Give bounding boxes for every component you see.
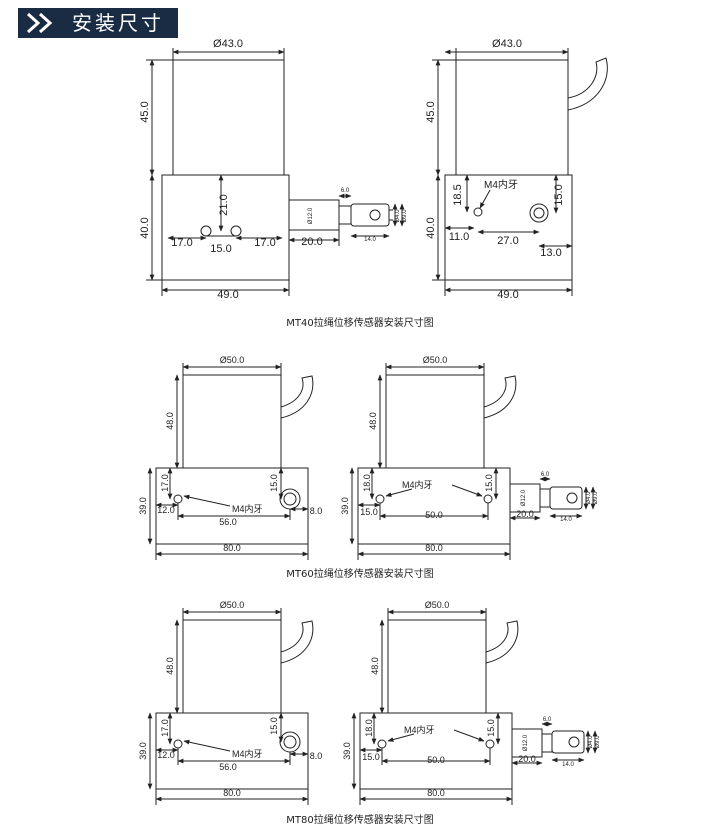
mt40-right-dim-15: 15.0 <box>553 184 565 205</box>
mt80-right-view <box>351 608 598 805</box>
mt40-right-height-body: 40.0 <box>425 217 437 238</box>
mt80-right-dim-14: 14.0 <box>562 762 574 768</box>
mt60-right-height-body: 39.0 <box>340 497 350 515</box>
mt80-left-m4-label: M4内牙 <box>232 748 263 759</box>
mt40-left-dim-17b: 17.0 <box>254 237 275 249</box>
mt80-left-dim-15: 15.0 <box>269 717 279 735</box>
mt60-right-dia-12: Ø12.0 <box>521 489 527 506</box>
mt40-left-dia-12: Ø12.0 <box>308 207 314 224</box>
mt40-left-dia-top: Ø43.0 <box>213 38 243 50</box>
mt40-right-dim-18-5: 18.5 <box>452 184 464 205</box>
header-bar <box>18 8 178 38</box>
mt60-left-dim-56: 56.0 <box>219 517 237 527</box>
mt80-left-dims: Ø50.0 48.0 39.0 17.0 15.0 12.0 M4内牙 8.0 … <box>138 600 322 798</box>
mt40-left-view <box>146 48 405 296</box>
mt80-left-dim-56: 56.0 <box>219 762 237 772</box>
mt60-right-dim-14: 14.0 <box>560 517 572 523</box>
mt60-left-dim-15: 15.0 <box>269 474 279 492</box>
mt60-left-dim-12: 12.0 <box>157 505 175 515</box>
mt80-right-dims: Ø50.0 48.0 39.0 18.0 M4内牙 15.0 15.0 50.0… <box>342 600 601 798</box>
mt60-left-dim-8: 8.0 <box>310 506 323 516</box>
double-chevron-right-icon <box>26 12 53 34</box>
mt60-left-height-body: 39.0 <box>138 497 148 515</box>
mt80-right-height-top: 48.0 <box>370 657 380 675</box>
mt80-left-height-top: 48.0 <box>165 657 175 675</box>
mt80-right-dim-15b: 15.0 <box>486 719 496 737</box>
mt80-right-width-80: 80.0 <box>427 788 445 798</box>
mt40-right-width-49: 49.0 <box>497 289 518 301</box>
mt80-left-dim-17: 17.0 <box>160 719 170 737</box>
mt60-right-width-80: 80.0 <box>425 543 443 553</box>
mt40-left-width-49: 49.0 <box>217 289 238 301</box>
mt60-right-dia-4: Ø4.0 <box>586 491 592 505</box>
header-title: 安装尺寸 <box>72 11 164 35</box>
mt60-right-dia-9: Ø9.0 <box>593 491 599 505</box>
mt60-right-dim-6: 6.0 <box>541 472 550 478</box>
mt80-right-dim-15a: 15.0 <box>362 752 380 762</box>
mt40-right-dim-13: 13.0 <box>540 247 561 259</box>
mt60-left-width-80: 80.0 <box>223 543 241 553</box>
mt40-caption: MT40拉绳位移传感器安装尺寸图 <box>286 316 433 329</box>
mt40-left-dims: Ø43.0 45.0 40.0 21.0 17.0 15.0 17.0 20.0… <box>139 38 408 301</box>
mt40-right-dims: Ø43.0 45.0 40.0 M4内牙 18.5 15.0 11.0 27.0… <box>425 38 565 301</box>
mt60-right-dim-20: 20.0 <box>516 509 534 519</box>
mt40-left-height-body: 40.0 <box>139 217 151 238</box>
mt60-right-dia-top: Ø50.0 <box>423 355 448 365</box>
section-header: 安装尺寸 <box>18 8 178 38</box>
mt80-right-dia-4: Ø4.0 <box>588 735 594 749</box>
mt80-right-dia-top: Ø50.0 <box>425 600 450 610</box>
mt40-right-dim-27: 27.0 <box>497 235 518 247</box>
mt40-left-dim-15: 15.0 <box>210 243 231 255</box>
mt80-caption: MT80拉绳位移传感器安装尺寸图 <box>286 813 433 826</box>
mt80-right-height-body: 39.0 <box>342 742 352 760</box>
mt60-right-dim-15b: 15.0 <box>484 474 494 492</box>
mt40-right-view <box>432 48 608 296</box>
mt40-left-dim-14: 14.0 <box>364 237 376 243</box>
mt80-left-height-body: 39.0 <box>138 742 148 760</box>
mt40-left-dia-9: Ø9.0 <box>402 209 408 223</box>
mt60-right-dim-15a: 15.0 <box>360 507 378 517</box>
mt60-caption: MT60拉绳位移传感器安装尺寸图 <box>286 567 433 580</box>
mt60-left-view <box>147 363 314 560</box>
mt40-right-height-top: 45.0 <box>425 101 437 122</box>
mt80-right-dia-9: Ø9.0 <box>595 735 601 749</box>
mt80-left-dia-top: Ø50.0 <box>220 600 245 610</box>
mt80-left-view <box>147 608 314 805</box>
mt40-left-dim-20: 20.0 <box>301 236 322 248</box>
mt80-right-dim-50: 50.0 <box>427 755 445 765</box>
mt60-left-m4-label: M4内牙 <box>232 503 263 514</box>
mt80-right-dim-18: 18.0 <box>364 719 374 737</box>
mt80-left-dim-8: 8.0 <box>310 751 323 761</box>
mt80-left-dim-12: 12.0 <box>157 750 175 760</box>
mt40-right-dim-11: 11.0 <box>449 231 470 243</box>
mt40-right-dia-top: Ø43.0 <box>492 38 522 50</box>
mt80-left-width-80: 80.0 <box>223 788 241 798</box>
mt40-left-dim-21: 21.0 <box>218 194 230 215</box>
mt60-right-dims: Ø50.0 48.0 39.0 18.0 M4内牙 15.0 15.0 50.0… <box>340 355 599 553</box>
mt60-right-m4-label: M4内牙 <box>402 479 433 490</box>
mt40-left-dim-6: 6.0 <box>341 188 350 194</box>
mt80-right-m4-label: M4内牙 <box>404 724 435 735</box>
mt40-left-height-top: 45.0 <box>139 101 151 122</box>
mt60-left-dims: Ø50.0 48.0 39.0 17.0 15.0 12.0 M4内牙 8.0 … <box>138 355 322 553</box>
mt60-right-dim-50: 50.0 <box>425 510 443 520</box>
mt80-right-dim-20: 20.0 <box>518 754 536 764</box>
mt60-left-dia-top: Ø50.0 <box>220 355 245 365</box>
mt60-right-height-top: 48.0 <box>368 412 378 430</box>
mt60-right-dim-18: 18.0 <box>362 474 372 492</box>
mt40-left-dia-4: Ø4.0 <box>395 209 401 223</box>
mt60-left-dim-17: 17.0 <box>160 474 170 492</box>
mt80-right-dia-12: Ø12.0 <box>523 734 529 751</box>
mt40-right-m4-label: M4内牙 <box>484 178 518 191</box>
mt80-right-dim-6: 6.0 <box>543 717 552 723</box>
mt60-left-height-top: 48.0 <box>165 412 175 430</box>
mt40-left-dim-17a: 17.0 <box>171 237 192 249</box>
mt60-right-view <box>349 363 596 560</box>
